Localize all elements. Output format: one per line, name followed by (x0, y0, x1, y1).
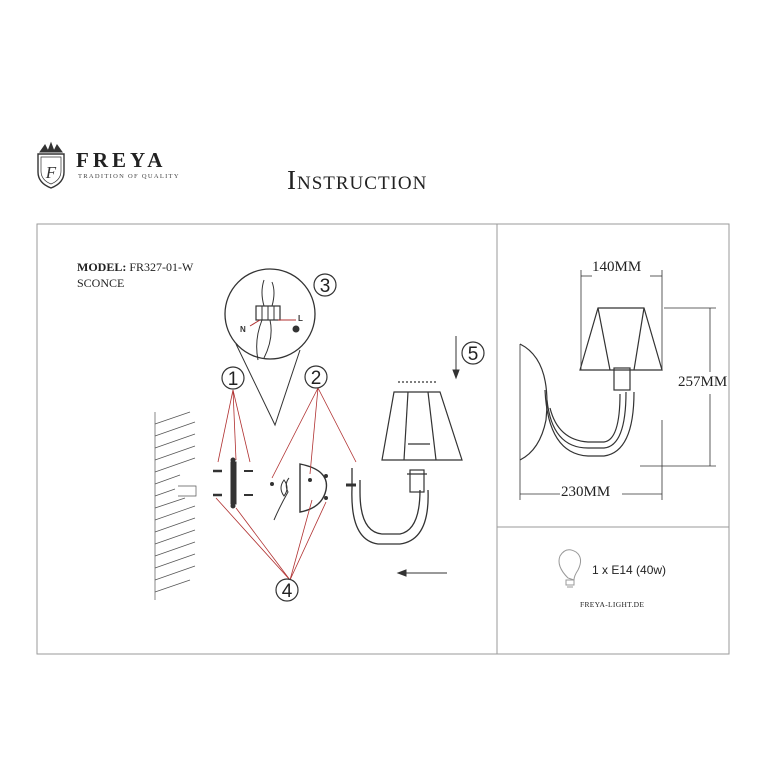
brand-tagline: TRADITION OF QUALITY (78, 173, 180, 180)
light-bulb-icon (558, 549, 582, 588)
wall-hatching (154, 411, 197, 600)
wire-label-live: L (298, 314, 303, 323)
dimension-drawing (519, 307, 663, 461)
diagram-frame (36, 223, 730, 655)
step-5-label: 5 (468, 344, 479, 365)
brand-name: FREYA (76, 148, 167, 172)
mounting-bracket (213, 457, 253, 509)
step-3-marker: 3 (313, 273, 337, 297)
model-number: FR327-01-W (129, 260, 194, 274)
leader-lines (215, 387, 357, 581)
step-1-label: 1 (228, 369, 239, 390)
lamp-arm (346, 468, 429, 545)
step-2-marker: 2 (304, 365, 328, 389)
step-1-marker: 1 (221, 366, 245, 390)
model-line: MODEL: FR327-01-W (77, 260, 193, 275)
lamp-spec: 1 x E14 (40w) (592, 563, 667, 577)
arrow-down-icon (452, 336, 460, 380)
product-type: SCONCE (77, 276, 125, 290)
model-label: MODEL: (77, 260, 127, 274)
step-3-label: 3 (320, 276, 331, 297)
lamp-shade (381, 381, 463, 461)
canopy-and-terminal (270, 463, 328, 521)
dimension-shade-width: 140MM (592, 259, 642, 275)
wire-label-neutral: N (240, 325, 246, 334)
arrow-left-icon (396, 569, 447, 577)
dimension-width: 230MM (561, 484, 611, 500)
step-5-marker: 5 (461, 341, 485, 365)
brand-logo-icon: F (37, 141, 65, 189)
page-title: Instruction (287, 165, 428, 195)
logo-letter: F (45, 163, 57, 182)
website: FREYA-LIGHT.DE (580, 600, 645, 609)
step-4-marker: 4 (275, 578, 299, 602)
dimension-lines (519, 270, 716, 500)
wiring-detail: N L (224, 268, 316, 427)
step-4-label: 4 (282, 581, 293, 602)
dimension-height: 257MM (678, 374, 728, 390)
step-2-label: 2 (311, 368, 322, 389)
